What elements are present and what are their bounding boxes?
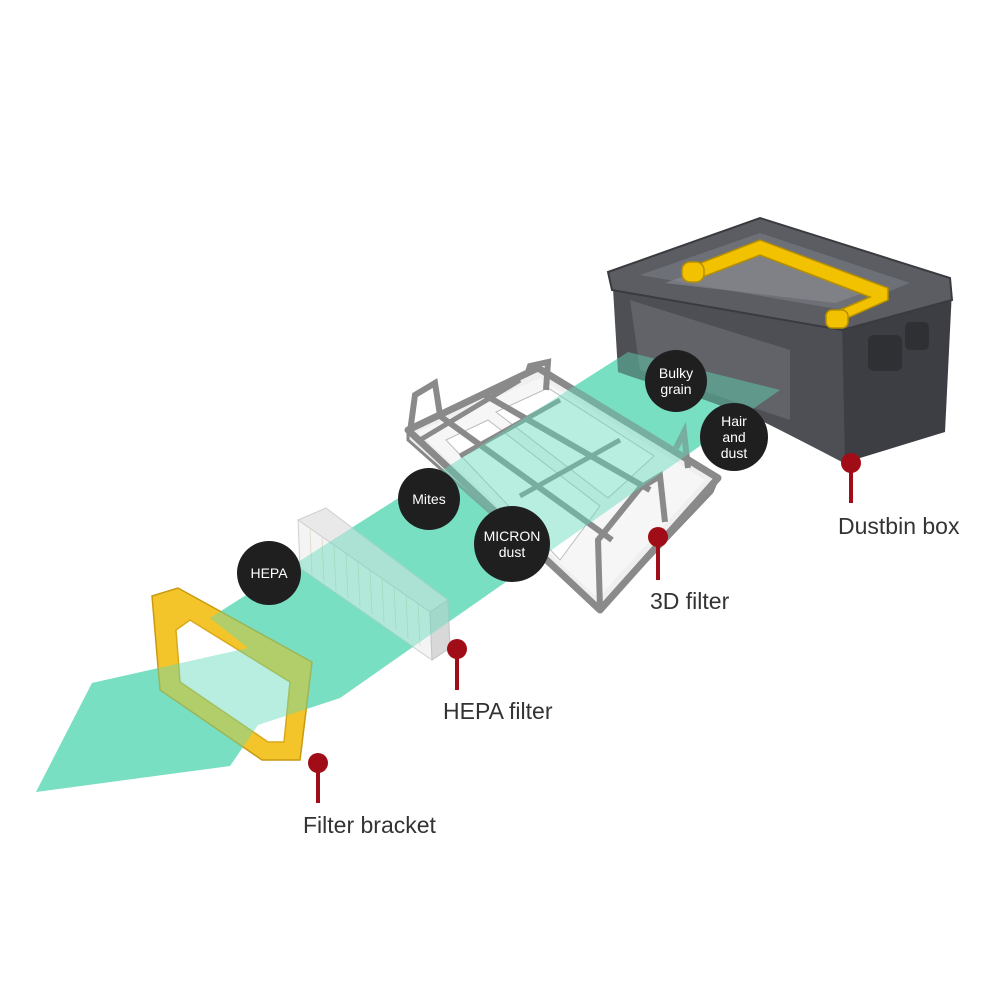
bubble-bulky-grain-text: Bulky grain — [658, 365, 694, 397]
three-d-filter — [404, 358, 722, 614]
bubble-mites: Mites — [398, 468, 460, 530]
airflow-arrow-overlay — [36, 352, 780, 792]
bubble-micron-dust-text: MICRON dust — [483, 528, 541, 560]
bubble-mites-text: Mites — [412, 491, 446, 507]
label-hepa-filter: HEPA filter — [443, 698, 553, 724]
bubble-hepa: HEPA — [237, 541, 301, 605]
filter-bracket — [151, 587, 313, 761]
callout-pin-dustbin — [841, 453, 861, 503]
callout-pin-bracket — [308, 753, 328, 803]
bubble-bulky-grain: Bulky grain — [645, 350, 707, 412]
dustbin-box — [606, 216, 954, 462]
callout-pin-3d-filter — [648, 527, 668, 580]
bubble-micron-dust: MICRON dust — [474, 506, 550, 582]
bubble-hepa-text: HEPA — [250, 565, 288, 581]
label-dustbin-box: Dustbin box — [838, 513, 960, 539]
label-3d-filter: 3D filter — [650, 588, 730, 614]
bubble-hair-and-dust: Hair and dust — [700, 403, 768, 471]
label-filter-bracket: Filter bracket — [303, 812, 436, 838]
hepa-filter-block — [296, 507, 451, 661]
callout-pin-hepa-filter — [447, 639, 467, 690]
bubble-hair-and-dust-text: Hair and dust — [720, 413, 748, 461]
